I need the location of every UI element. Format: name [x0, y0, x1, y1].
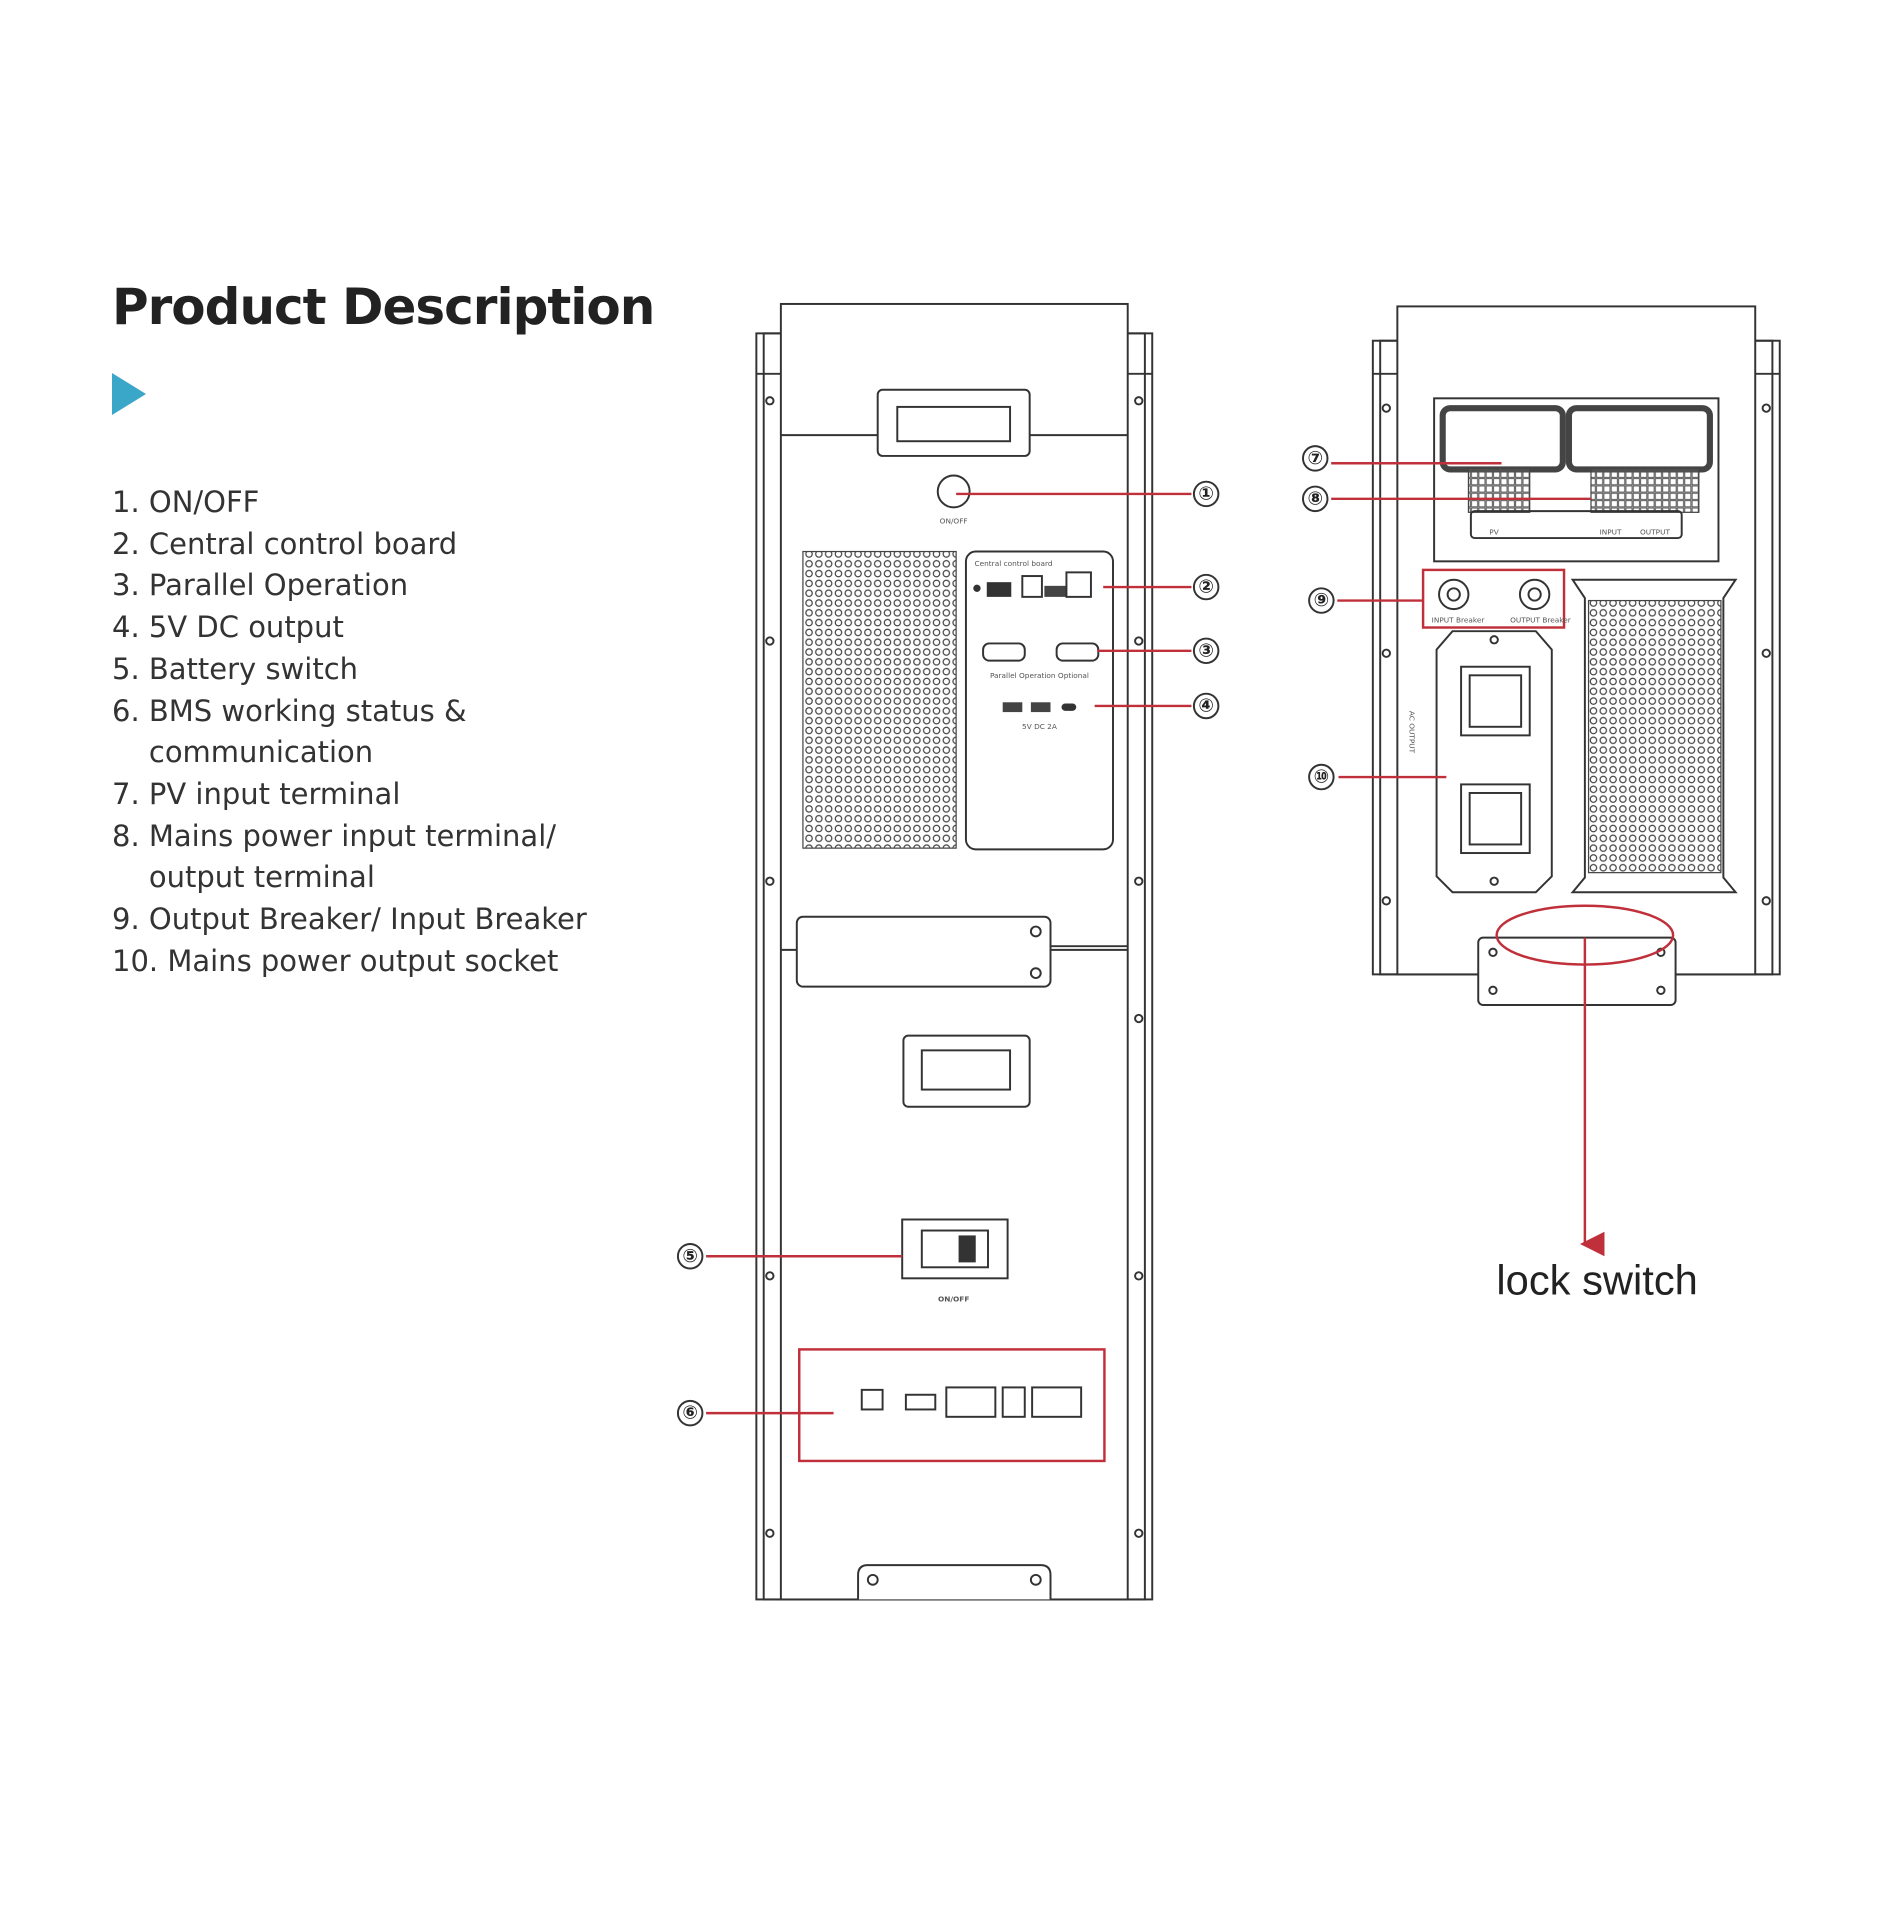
callout-5: ⑤ [682, 1246, 698, 1267]
front-unit: ON/OFF Central control board Parallel Op… [755, 302, 1154, 1601]
input-breaker-label: INPUT Breaker [1432, 616, 1486, 625]
list-item: 1. ON/OFF [112, 485, 260, 519]
socket-panel [1435, 630, 1553, 894]
callout-9: ⑨ [1314, 590, 1330, 611]
front-foot [857, 1564, 1052, 1600]
list-item: 9. Output Breaker/ Input Breaker [112, 902, 587, 937]
power-button [936, 474, 971, 509]
list-item: 10. Mains power output socket [112, 943, 559, 978]
list-item: output terminal [112, 860, 375, 895]
battery-switch [901, 1218, 1009, 1280]
callout-7: ⑦ [1307, 448, 1323, 469]
list-item: 2. Central control board [112, 526, 458, 561]
back-unit: PV INPUT OUTPUT INPUT Breaker OUTPUT Bre… [1371, 305, 1781, 1257]
output-label: OUTPUT [1640, 527, 1670, 536]
usb-label: 5V DC 2A [1022, 722, 1057, 731]
middle-band [795, 915, 1128, 988]
list-item: 3. Parallel Operation [112, 568, 409, 603]
input-label: INPUT [1600, 527, 1622, 536]
bms-panel [798, 1348, 1106, 1463]
lower-handle [902, 1034, 1031, 1108]
parallel-label: Parallel Operation Optional [990, 671, 1089, 680]
triangle-marker-icon [112, 373, 146, 415]
back-foot-plate [1477, 936, 1677, 1006]
callout-2: ② [1198, 577, 1214, 598]
vent [1570, 578, 1738, 894]
callout-3: ③ [1198, 640, 1214, 661]
top-handle [876, 388, 1031, 457]
callouts: ① ② ③ ④ ⑤ ⑥ ⑦ ⑧ ⑨ ⑩ [676, 445, 1591, 1427]
control-board-label: Central control board [975, 559, 1053, 568]
callout-10: ⑩ [1314, 767, 1330, 788]
callout-4: ④ [1198, 695, 1214, 716]
callout-1: ① [1198, 483, 1214, 504]
screws [765, 396, 1144, 1538]
output-breaker-label: OUTPUT Breaker [1510, 616, 1572, 625]
list-item: 6. BMS working status & [112, 693, 467, 728]
on-off-label: ON/OFF [940, 516, 968, 525]
lock-switch-label: lock switch [1496, 1256, 1697, 1303]
control-panel: Central control board Parallel Operation… [964, 550, 1114, 851]
callout-6: ⑥ [682, 1403, 698, 1424]
terminal-box: PV INPUT OUTPUT [1433, 397, 1720, 563]
list-item: communication [112, 735, 374, 770]
breakers: INPUT Breaker OUTPUT Breaker [1421, 568, 1572, 629]
list-item: 4. 5V DC output [112, 610, 344, 645]
ac-output-label: AC OUTPUT [1408, 711, 1417, 754]
list-item: 8. Mains power input terminal/ [112, 818, 557, 853]
pv-label: PV [1489, 527, 1498, 536]
page-title: Product Description [112, 278, 655, 336]
callout-8: ⑧ [1307, 488, 1323, 509]
list-item: 5. Battery switch [112, 651, 359, 686]
battery-switch-label: ON/OFF [938, 1295, 969, 1304]
fan-grille [802, 550, 957, 849]
list-item: 7. PV input terminal [112, 776, 401, 811]
description-list: 1. ON/OFF 2. Central control board 3. Pa… [112, 482, 587, 982]
